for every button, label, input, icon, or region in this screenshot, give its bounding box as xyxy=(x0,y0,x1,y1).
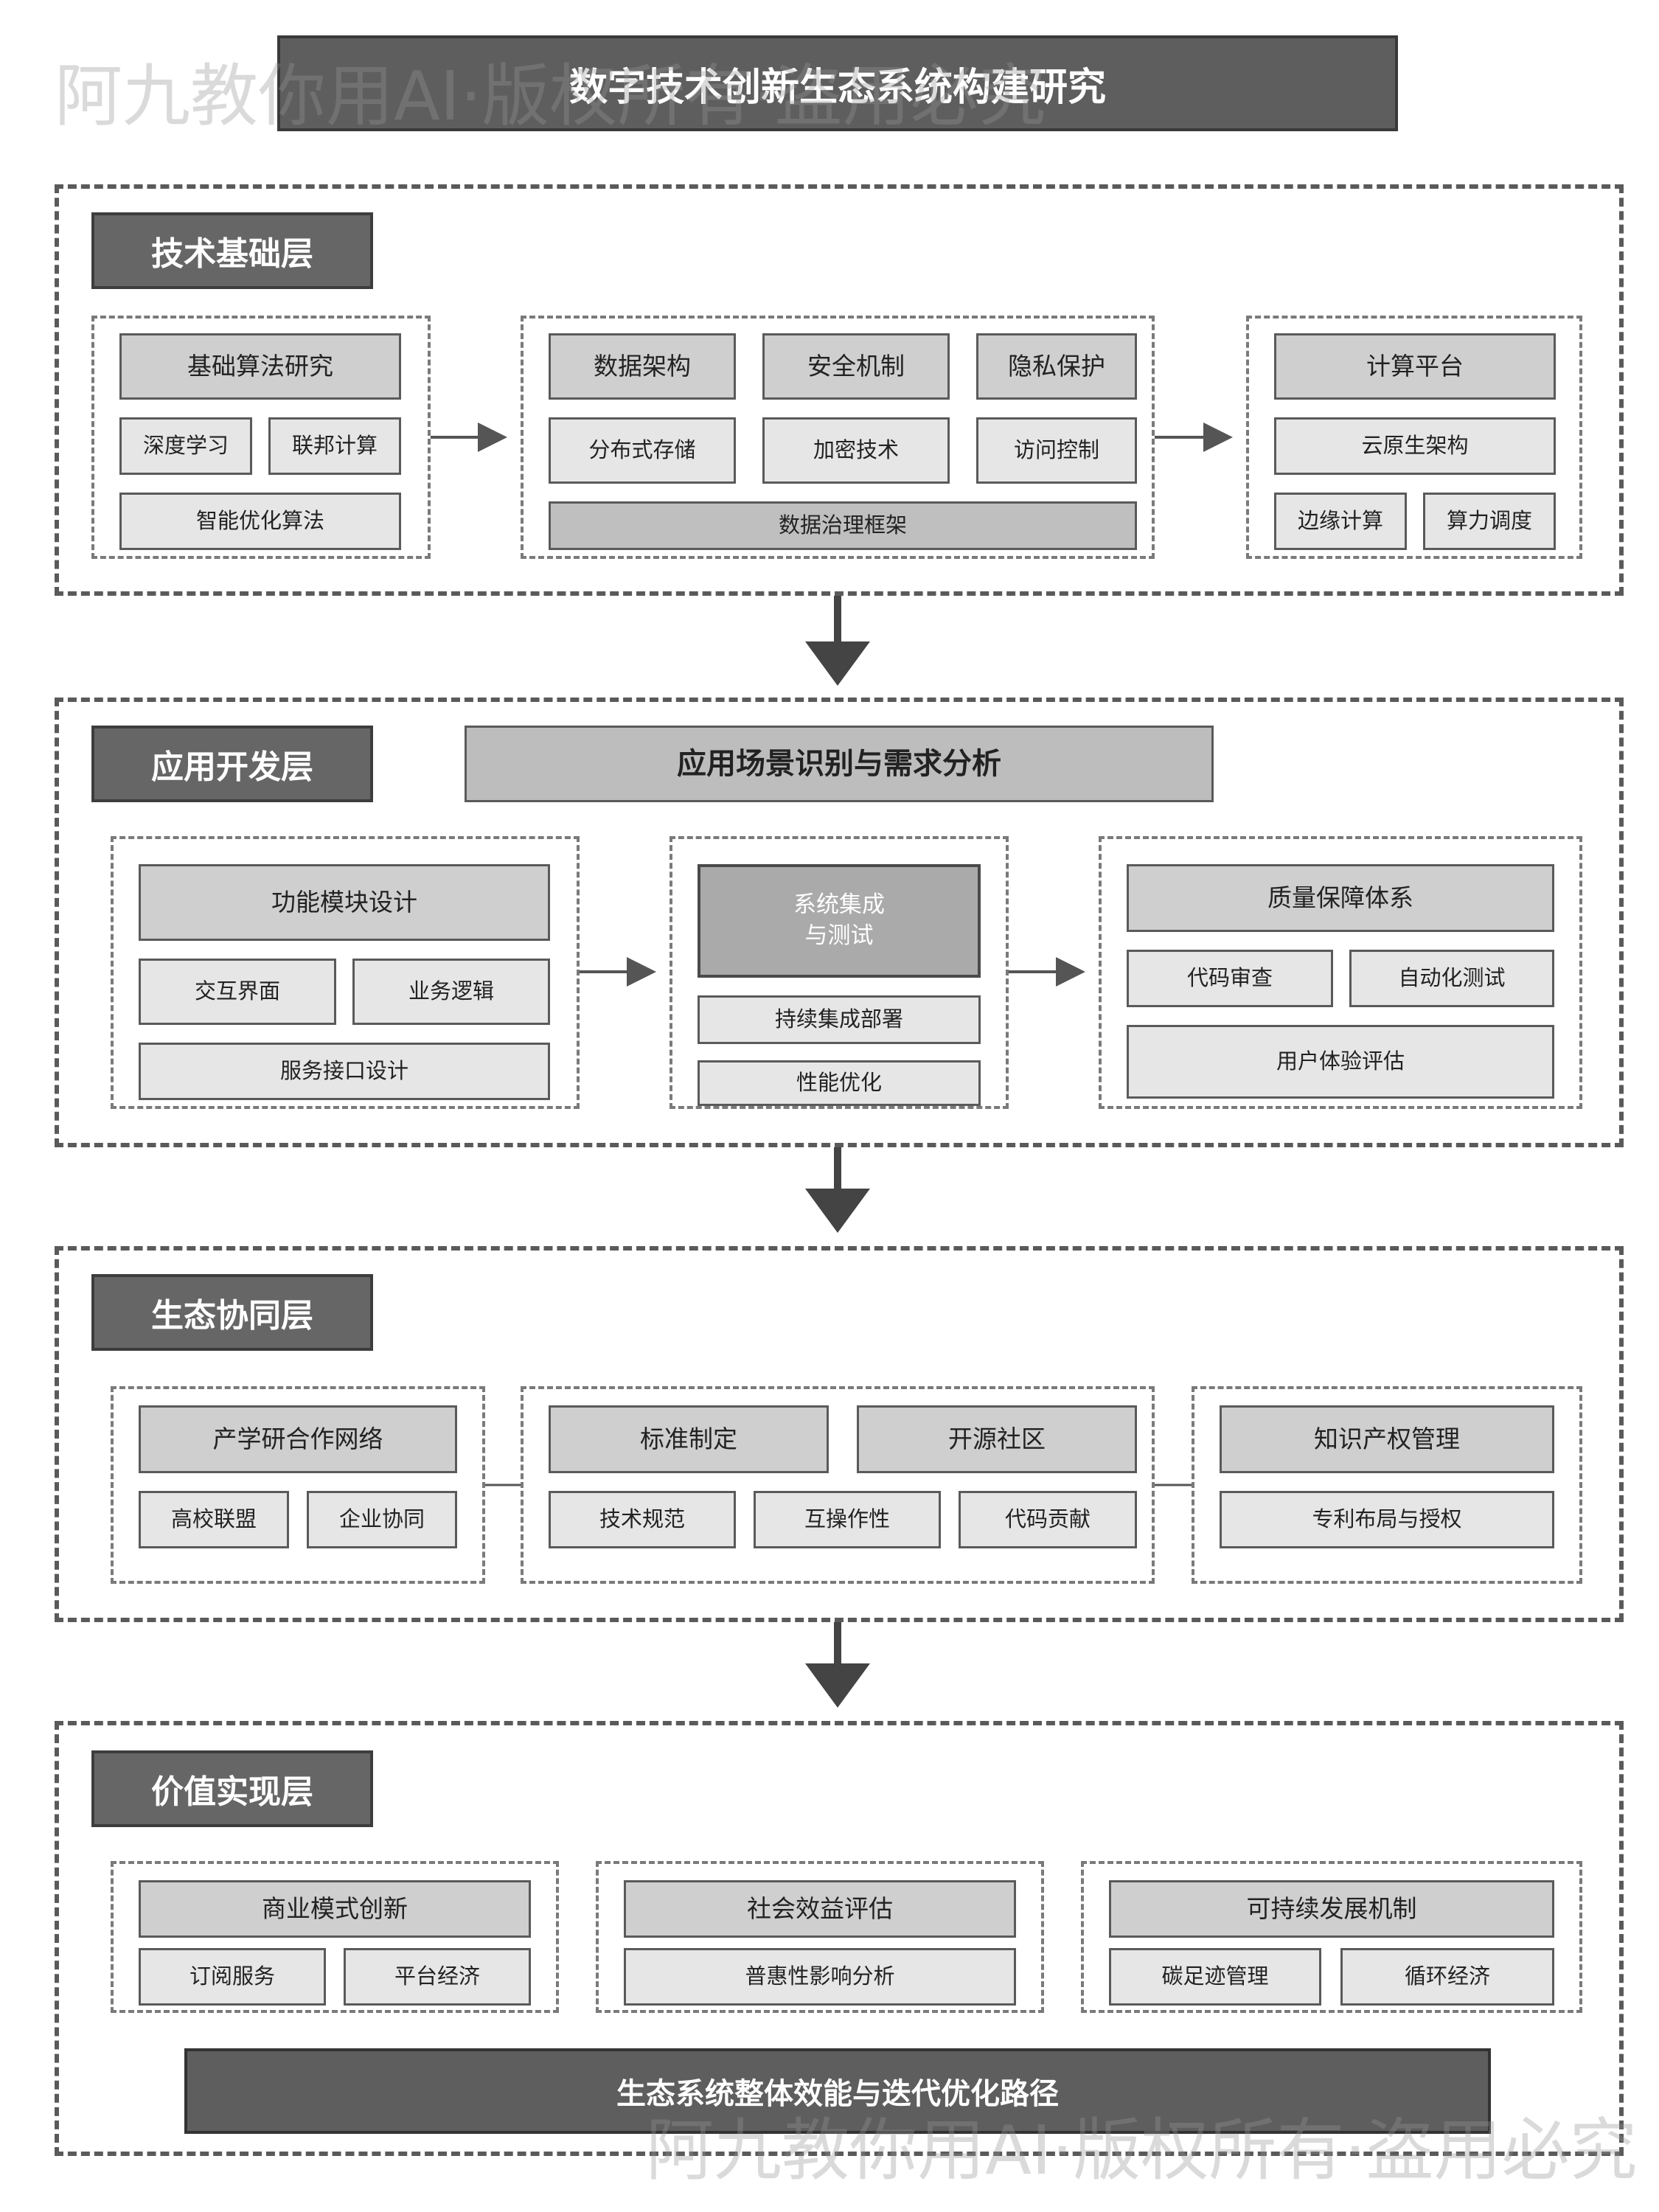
box-cloud-native: 云原生架构 xyxy=(1274,417,1556,475)
group-quality-assurance xyxy=(1099,836,1582,1109)
box-service-interface: 服务接口设计 xyxy=(139,1043,550,1100)
watermark-top: 阿九教你用AI·版权所有·盗用必究 xyxy=(55,57,1046,136)
arrow-down xyxy=(805,1622,870,1708)
box-continuous-deployment: 持续集成部署 xyxy=(698,995,981,1044)
arrow-down xyxy=(805,1147,870,1233)
box-compute-scheduling: 算力调度 xyxy=(1423,493,1556,550)
layer-header: 技术基础层 xyxy=(91,212,373,289)
box-platform-economy: 平台经济 xyxy=(344,1948,531,2006)
box-function-module: 功能模块设计 xyxy=(139,864,550,941)
group-function-module xyxy=(111,836,580,1109)
group-data-architecture xyxy=(521,316,1155,559)
banner-scenario-analysis: 应用场景识别与需求分析 xyxy=(465,726,1214,802)
line-2: 与测试 xyxy=(804,922,874,949)
box-access-control: 访问控制 xyxy=(976,417,1137,484)
group-standards xyxy=(521,1386,1155,1584)
layer-value-realization xyxy=(55,1721,1624,2156)
arrow-down xyxy=(805,596,870,686)
layer-ecosystem-collaboration xyxy=(55,1246,1624,1622)
box-security-mechanism: 安全机制 xyxy=(762,333,950,400)
box-interoperability: 互操作性 xyxy=(754,1491,941,1548)
group-social-benefit xyxy=(596,1861,1044,2013)
box-performance-optimization: 性能优化 xyxy=(698,1060,981,1106)
layer-header: 生态协同层 xyxy=(91,1274,373,1351)
box-algorithm-research: 基础算法研究 xyxy=(119,333,401,400)
group-business-model xyxy=(111,1861,559,2013)
group-ip-management xyxy=(1192,1386,1582,1584)
box-ip-management: 知识产权管理 xyxy=(1220,1405,1554,1473)
box-open-source: 开源社区 xyxy=(857,1405,1137,1473)
box-social-benefit: 社会效益评估 xyxy=(624,1880,1016,1938)
box-patent-licensing: 专利布局与授权 xyxy=(1220,1491,1554,1548)
box-code-contribution: 代码贡献 xyxy=(959,1491,1137,1548)
box-quality-assurance: 质量保障体系 xyxy=(1127,864,1554,932)
box-automated-testing: 自动化测试 xyxy=(1349,950,1554,1007)
footer-bar: 生态系统整体效能与迭代优化路径 xyxy=(184,2048,1491,2134)
box-distributed-storage: 分布式存储 xyxy=(549,417,736,484)
box-interaction-ui: 交互界面 xyxy=(139,959,336,1025)
box-intelligent-optimization: 智能优化算法 xyxy=(119,493,401,550)
box-enterprise-collab: 企业协同 xyxy=(307,1491,457,1548)
layer-technology-foundation xyxy=(55,184,1624,596)
page-title: 数字技术创新生态系统构建研究 xyxy=(277,35,1398,131)
box-privacy-protection: 隐私保护 xyxy=(976,333,1137,400)
box-carbon-footprint: 碳足迹管理 xyxy=(1109,1948,1321,2006)
box-deep-learning: 深度学习 xyxy=(119,417,252,475)
box-data-governance: 数据治理框架 xyxy=(549,501,1137,550)
box-federated-computing: 联邦计算 xyxy=(268,417,401,475)
layer-header: 应用开发层 xyxy=(91,726,373,802)
group-system-integration xyxy=(669,836,1009,1109)
box-standard-setting: 标准制定 xyxy=(549,1405,829,1473)
box-data-architecture: 数据架构 xyxy=(549,333,736,400)
box-industry-academia: 产学研合作网络 xyxy=(139,1405,457,1473)
group-algorithm-research xyxy=(91,316,431,559)
box-code-review: 代码审查 xyxy=(1127,950,1333,1007)
box-user-experience: 用户体验评估 xyxy=(1127,1025,1554,1099)
box-encryption: 加密技术 xyxy=(762,417,950,484)
box-inclusive-impact: 普惠性影响分析 xyxy=(624,1948,1016,2006)
watermark-bottom: 阿九教你用AI·版权所有·盗用必究 xyxy=(646,2111,1638,2190)
box-business-logic: 业务逻辑 xyxy=(352,959,550,1025)
box-business-model: 商业模式创新 xyxy=(139,1880,531,1938)
box-edge-computing: 边缘计算 xyxy=(1274,493,1407,550)
layer-application-development xyxy=(55,698,1624,1147)
box-subscription: 订阅服务 xyxy=(139,1948,326,2006)
layer-header: 价值实现层 xyxy=(91,1750,373,1827)
box-computing-platform: 计算平台 xyxy=(1274,333,1556,400)
box-university-alliance: 高校联盟 xyxy=(139,1491,289,1548)
group-industry-academia xyxy=(111,1386,485,1584)
line-1: 系统集成 xyxy=(793,891,885,919)
group-computing-platform xyxy=(1246,316,1582,559)
box-system-integration: 系统集成 与测试 xyxy=(698,864,981,978)
group-sustainability xyxy=(1081,1861,1582,2013)
box-sustainability: 可持续发展机制 xyxy=(1109,1880,1554,1938)
box-tech-spec: 技术规范 xyxy=(549,1491,736,1548)
box-circular-economy: 循环经济 xyxy=(1340,1948,1554,2006)
